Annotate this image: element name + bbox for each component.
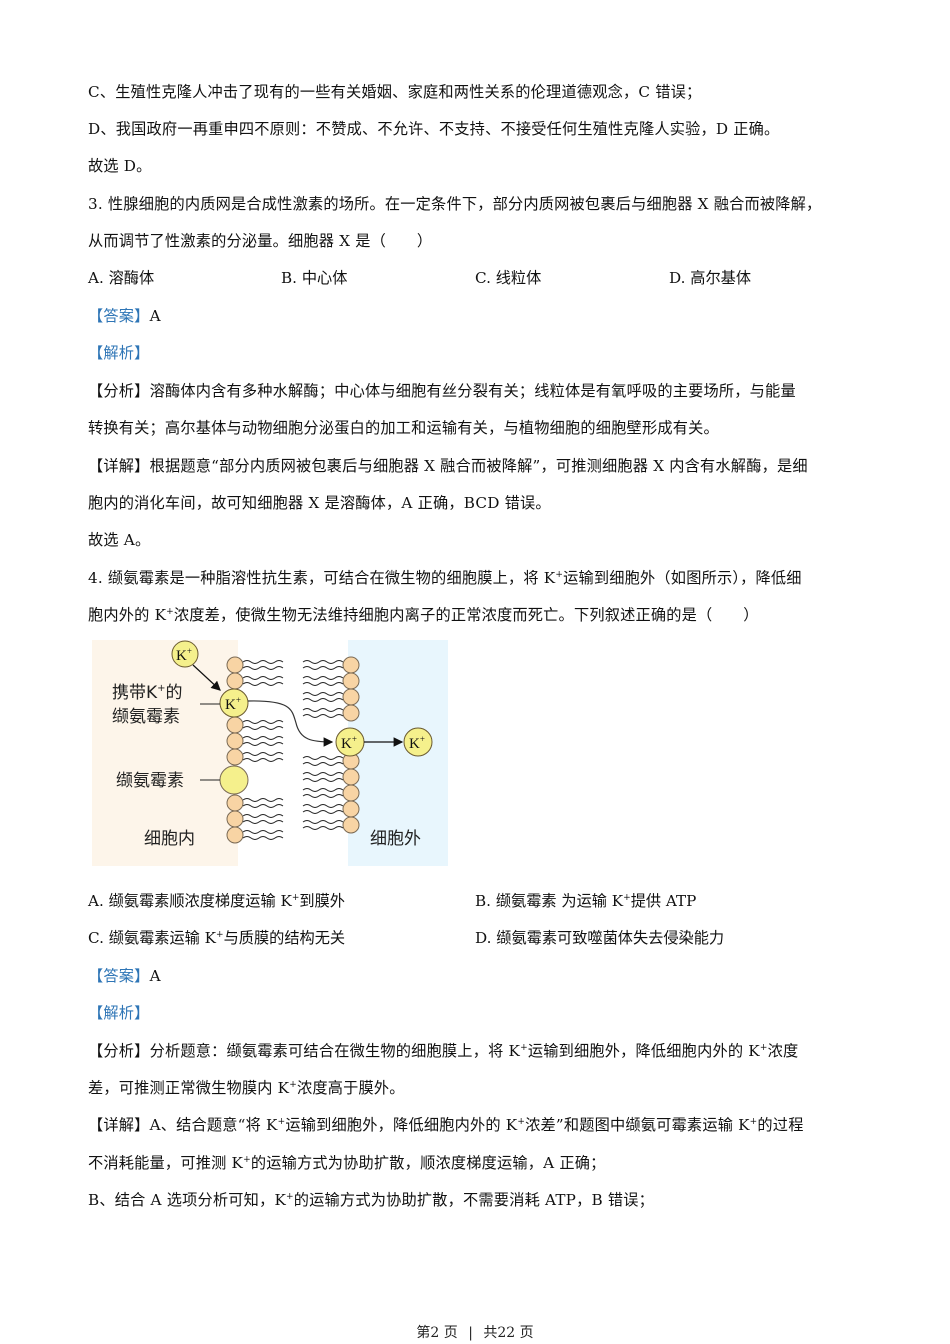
answer-tag: 【答案】 [88, 307, 150, 325]
cell-inside-region [92, 640, 238, 866]
carrier-label: 携带K [112, 683, 158, 703]
stem-text: 运输到细胞外（如图所示），降低细 [563, 569, 802, 587]
q4-fenxi-cont: 差，可推测正常微生物膜内 K+浓度高于膜外。 [88, 1079, 405, 1097]
q3-xiangjie: 【详解】根据题意“部分内质网被包裹后与细胞器 X 融合而被降解”，可推测细胞器 … [88, 456, 808, 476]
left-phospholipid-layer [226, 656, 284, 844]
q3-option-c: C. 线粒体 [475, 269, 542, 287]
q3-conclusion: 故选 A。 [88, 531, 151, 549]
answer-tag: 【答案】 [88, 967, 150, 985]
q3-option-d: D. 高尔基体 [669, 269, 752, 287]
svg-text:K+: K+ [409, 734, 425, 752]
q4-option-b-explanation: B、结合 A 选项分析可知，K+的运输方式为协助扩散，不需要消耗 ATP，B 错… [88, 1191, 655, 1209]
superscript-plus: + [166, 607, 174, 617]
k-ion-bound [219, 688, 249, 718]
svg-text:携带K+的: 携带K+的 [112, 683, 183, 703]
q3-xiangjie-cont: 胞内的消化车间，故可知细胞器 X 是溶酶体，A 正确，BCD 错误。 [88, 494, 551, 512]
q4-option-b: B. 缬氨霉素 为运输 K+提供 ATP [475, 892, 697, 910]
analysis-tag: 【解析】 [88, 1004, 150, 1022]
valinomycin-membrane-figure: K+ K+ K+ K+ 携带K+的 缬氨霉素 缬氨霉素 细胞内 细胞外 [92, 638, 448, 868]
text-line: D、我国政府一再重申四不原则：不赞成、不允许、不支持、不接受任何生殖性克隆人实验… [88, 120, 780, 138]
q4-fenxi: 【分析】分析题意：缬氨霉素可结合在微生物的细胞膜上，将 K+运输到细胞外，降低细… [88, 1042, 799, 1060]
page-number: 第2 页 [416, 1325, 458, 1341]
carrier-label-2: 缬氨霉素 [112, 707, 180, 727]
cell-outside-region [348, 640, 448, 866]
answer-value: A [149, 307, 161, 325]
stem-text: 浓度差，使微生物无法维持细胞内离子的正常浓度而死亡。下列叙述正确的是（ ） [173, 606, 759, 624]
valinomycin-label: 缬氨霉素 [116, 771, 184, 791]
xiangjie-text: 根据题意“部分内质网被包裹后与细胞器 X 融合而被降解”，可推测细胞器 X 内含… [149, 457, 808, 475]
inside-label: 细胞内 [144, 829, 195, 849]
text-line: C、生殖性克隆人冲击了现有的一些有关婚姻、家庭和两性关系的伦理道德观念，C 错误… [88, 83, 702, 101]
k-ion-free [171, 640, 199, 668]
q4-analysis-heading: 【解析】 [88, 1003, 150, 1023]
svg-text:K+: K+ [176, 646, 192, 664]
analysis-tag: 【解析】 [88, 344, 150, 362]
footer-separator: | [468, 1325, 473, 1341]
question-3-stem: 3. 性腺细胞的内质网是合成性激素的场所。在一定条件下，部分内质网被包裹后与细胞… [88, 195, 822, 213]
outside-label: 细胞外 [370, 829, 421, 849]
stem-text: 4. 缬氨霉素是一种脂溶性抗生素，可结合在微生物的细胞膜上，将 K [88, 569, 556, 587]
q3-option-a: A. 溶酶体 [88, 269, 155, 287]
q4-option-c: C. 缬氨霉素运输 K+与质膜的结构无关 [88, 929, 346, 947]
q3-fenxi-cont: 转换有关；高尔基体与动物细胞分泌蛋白的加工和运输有关，与植物细胞的细胞壁形成有关… [88, 419, 719, 437]
q3-option-b: B. 中心体 [281, 269, 348, 287]
question-4-stem: 4. 缬氨霉素是一种脂溶性抗生素，可结合在微生物的细胞膜上，将 K+运输到细胞外… [88, 568, 802, 588]
q3-fenxi: 【分析】溶酶体内含有多种水解酶；中心体与细胞有丝分裂有关；线粒体是有氧呼吸的主要… [88, 381, 796, 401]
valinomycin-molecule [219, 765, 249, 795]
q3-answer: 【答案】A [88, 306, 161, 326]
q4-xiangjie: 【详解】A、结合题意“将 K+运输到细胞外，降低细胞内外的 K+浓差”和题图中缬… [88, 1116, 804, 1134]
q4-option-a: A. 缬氨霉素顺浓度梯度运输 K+到膜外 [88, 892, 345, 910]
svg-text:K+: K+ [225, 695, 241, 713]
stem-text: 胞内外的 K [88, 606, 167, 624]
right-phospholipid-layer [302, 656, 360, 834]
xiangjie-tag: 【详解】 [88, 457, 150, 475]
q4-xiangjie-cont: 不消耗能量，可推测 K+的运输方式为协助扩散，顺浓度梯度运输，A 正确； [88, 1154, 606, 1172]
answer-value: A [149, 967, 161, 985]
superscript-plus: + [555, 570, 564, 580]
q4-answer: 【答案】A [88, 966, 161, 986]
question-3-stem-cont: 从而调节了性激素的分泌量。细胞器 X 是（ ） [88, 232, 433, 250]
fenxi-tag: 【分析】 [88, 382, 150, 400]
q4-option-d: D. 缬氨霉素可致噬菌体失去侵染能力 [475, 929, 725, 947]
page-total: 共22 页 [483, 1325, 534, 1341]
k-ion-released [403, 727, 433, 757]
svg-text:K+: K+ [341, 734, 357, 752]
fenxi-text: 溶酶体内含有多种水解酶；中心体与细胞有丝分裂有关；线粒体是有氧呼吸的主要场所，与… [149, 382, 796, 400]
conclusion-line: 故选 D。 [88, 157, 152, 175]
question-4-stem-cont: 胞内外的 K+浓度差，使微生物无法维持细胞内离子的正常浓度而死亡。下列叙述正确的… [88, 605, 759, 625]
q3-analysis-heading: 【解析】 [88, 343, 150, 363]
page-footer: 第2 页 | 共22 页 [0, 1322, 950, 1342]
